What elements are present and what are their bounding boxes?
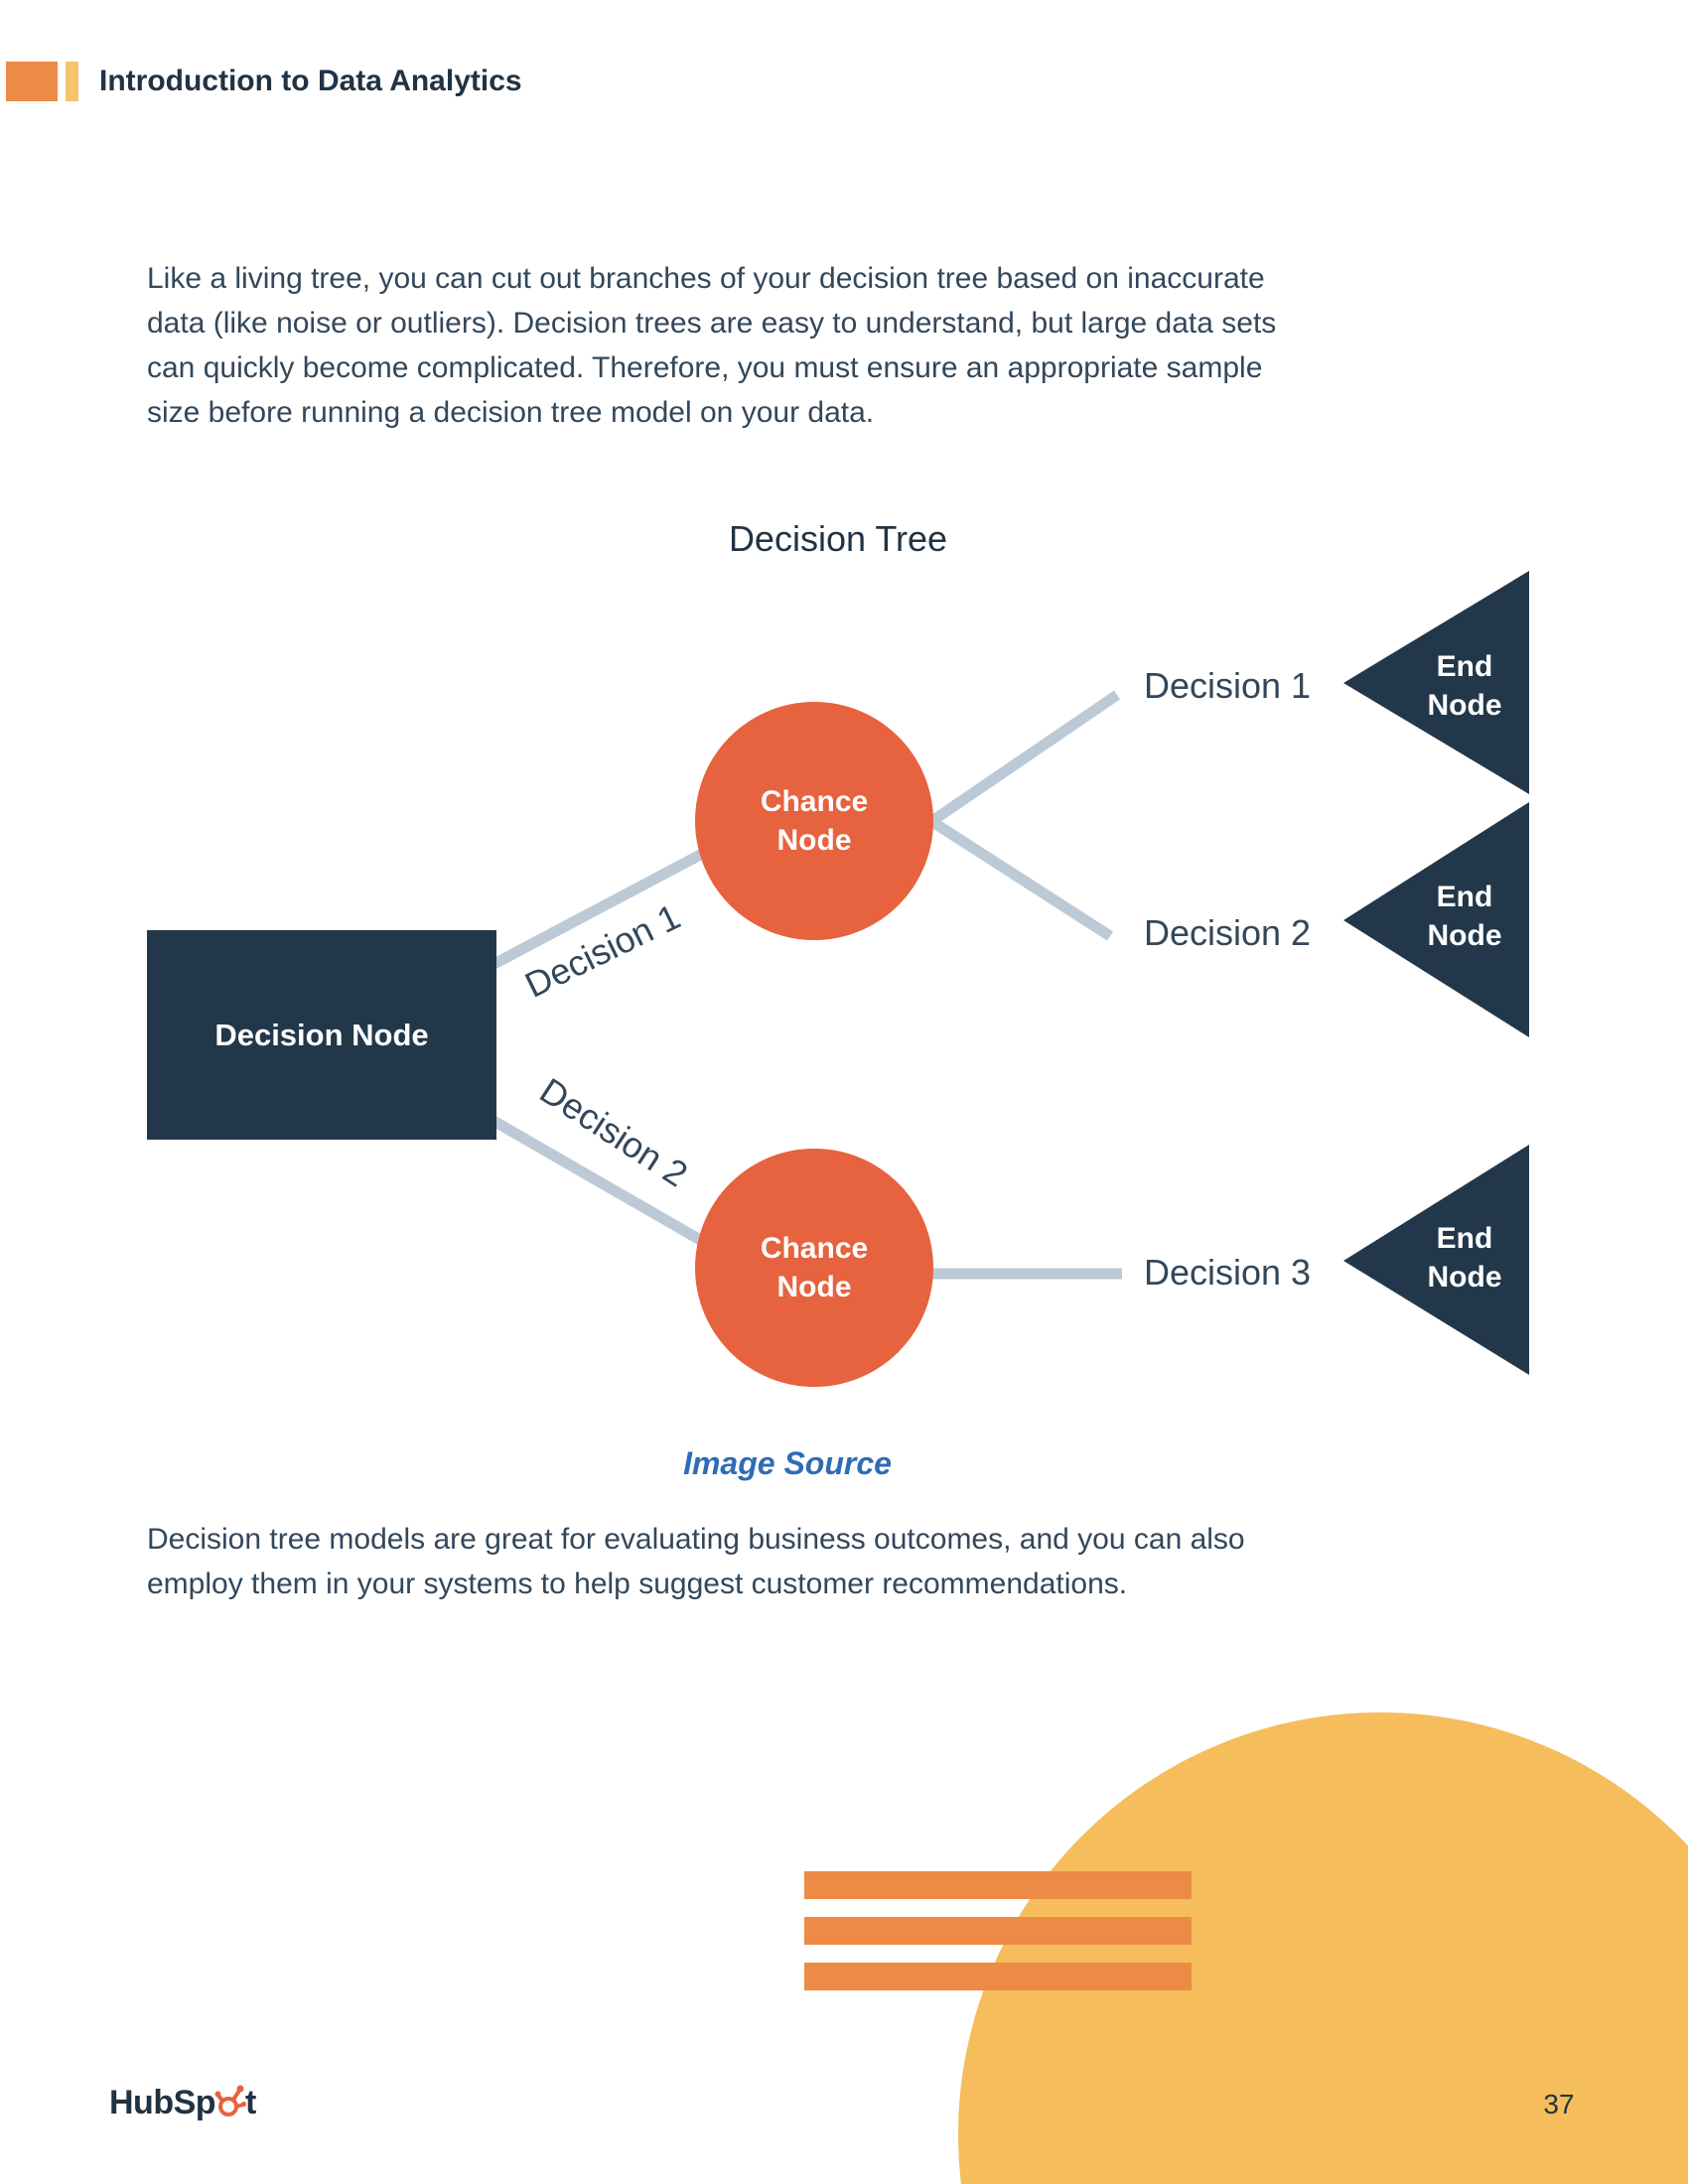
decision-node-label: Decision Node	[214, 1017, 429, 1052]
hubspot-sprocket-icon	[214, 2085, 247, 2116]
intro-paragraph: Like a living tree, you can cut out bran…	[147, 256, 1276, 435]
end-node-label: End Node	[1427, 1222, 1502, 1294]
closing-paragraph: Decision tree models are great for evalu…	[147, 1517, 1245, 1606]
outcome-label-decision-1: Decision 1	[1144, 665, 1312, 706]
hubspot-logo-text-prefix: HubSp	[109, 2083, 216, 2121]
chance-node-1: Chance Node	[695, 702, 933, 940]
decor-orange-bar	[804, 1963, 1192, 1990]
hubspot-logo: HubSp t	[109, 2083, 256, 2122]
paragraph-line: data (like noise or outliers). Decision …	[147, 307, 1277, 340]
decor-orange-bar	[804, 1871, 1192, 1899]
paragraph-line: can quickly become complicated. Therefor…	[147, 351, 1263, 384]
image-source-link[interactable]: Image Source	[683, 1445, 892, 1481]
decor-orange-bar	[804, 1917, 1192, 1945]
header-accent-orange-block	[6, 62, 58, 101]
chance-node-2: Chance Node	[695, 1149, 933, 1387]
outcome-label-decision-3: Decision 3	[1144, 1252, 1312, 1293]
page-number: 37	[1543, 2089, 1575, 2119]
chance-node-label: Chance Node	[760, 785, 869, 857]
paragraph-line: size before running a decision tree mode…	[147, 396, 875, 429]
end-node-label: End Node	[1427, 881, 1502, 952]
outcome-label-decision-2: Decision 2	[1144, 912, 1312, 953]
decision-node: Decision Node	[147, 930, 496, 1140]
end-node-2: End Node	[1390, 878, 1539, 955]
header-accent-yellow-block	[66, 62, 78, 101]
end-node-label: End Node	[1427, 650, 1502, 722]
end-node-3: End Node	[1390, 1219, 1539, 1297]
hubspot-logo-text-suffix: t	[245, 2083, 256, 2121]
paragraph-line: Decision tree models are great for evalu…	[147, 1523, 1245, 1556]
edge-chance1-to-decision2	[920, 811, 1113, 941]
paragraph-line: Like a living tree, you can cut out bran…	[147, 262, 1265, 295]
chance-node-label: Chance Node	[760, 1232, 869, 1303]
diagram-title: Decision Tree	[728, 518, 948, 559]
branch-label-decision-1: Decision 1	[518, 895, 687, 1006]
end-node-1: End Node	[1390, 647, 1539, 725]
branch-label-decision-2: Decision 2	[532, 1069, 695, 1195]
edge-chance1-to-decision1	[919, 690, 1121, 832]
paragraph-line: employ them in your systems to help sugg…	[147, 1568, 1128, 1600]
page-title: Introduction to Data Analytics	[99, 65, 522, 97]
